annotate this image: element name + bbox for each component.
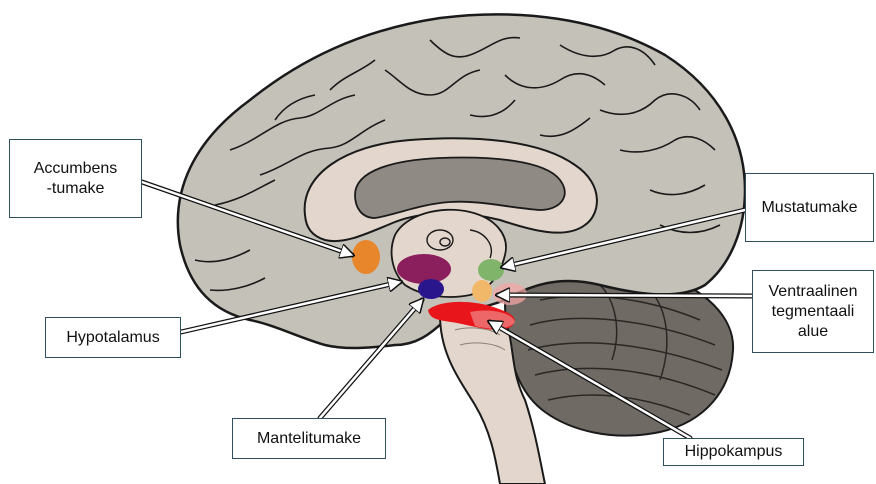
label-mustatumake: Mustatumake bbox=[745, 173, 874, 242]
label-hypotalamus: Hypotalamus bbox=[45, 317, 181, 358]
label-vta: Ventraalinen tegmentaali alue bbox=[752, 270, 874, 353]
hypotalamus-region bbox=[397, 254, 451, 284]
label-hippokampus: Hippokampus bbox=[663, 438, 804, 466]
label-mantelitumake: Mantelitumake bbox=[232, 418, 386, 459]
vta-region bbox=[472, 280, 492, 302]
mantelitumake-region bbox=[418, 279, 444, 299]
accumbens-region bbox=[352, 240, 380, 274]
mustatumake-region bbox=[478, 259, 504, 281]
label-accumbens: Accumbens -tumake bbox=[9, 139, 142, 218]
